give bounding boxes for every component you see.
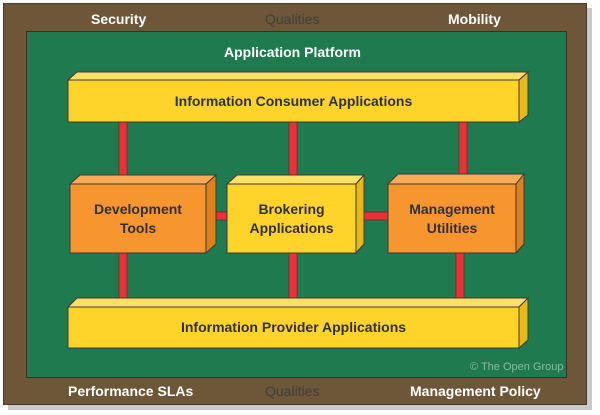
label-performance-slas: Performance SLAs xyxy=(68,383,194,399)
brokering-applications-shape xyxy=(225,173,366,255)
label-management-policy: Management Policy xyxy=(410,383,541,399)
brokering-applications-box: Brokering Applications xyxy=(227,184,356,253)
label-qualities-bottom: Qualities xyxy=(265,383,320,399)
information-consumer-applications-box: Information Consumer Applications xyxy=(68,80,519,122)
development-tools-line2: Tools xyxy=(119,219,157,236)
connector-top-right xyxy=(458,121,468,178)
development-tools-box: Development Tools xyxy=(70,184,206,253)
information-provider-applications-box: Information Provider Applications xyxy=(68,307,519,348)
brokering-applications-line1: Brokering xyxy=(258,200,325,217)
information-provider-applications-label: Information Provider Applications xyxy=(180,319,407,335)
management-utilities-line1: Management xyxy=(409,200,495,217)
management-utilities-shape xyxy=(386,172,526,255)
connector-brokering-management xyxy=(362,211,389,221)
brokering-applications-line2: Applications xyxy=(249,219,334,236)
top-bar-shape xyxy=(66,70,530,124)
label-mobility: Mobility xyxy=(448,11,501,27)
development-tools-line1: Development xyxy=(94,200,182,217)
label-qualities-top: Qualities xyxy=(265,11,320,27)
development-tools-shape xyxy=(68,173,218,255)
management-utilities-line2: Utilities xyxy=(426,219,478,236)
management-utilities-box: Management Utilities xyxy=(388,184,516,253)
copyright-notice: © The Open Group xyxy=(470,361,564,373)
connector-bottom-right xyxy=(455,252,465,302)
label-security: Security xyxy=(91,11,147,27)
platform-title: Application Platform xyxy=(224,44,361,60)
information-consumer-applications-label: Information Consumer Applications xyxy=(174,92,413,109)
bottom-bar-shape xyxy=(66,296,530,350)
